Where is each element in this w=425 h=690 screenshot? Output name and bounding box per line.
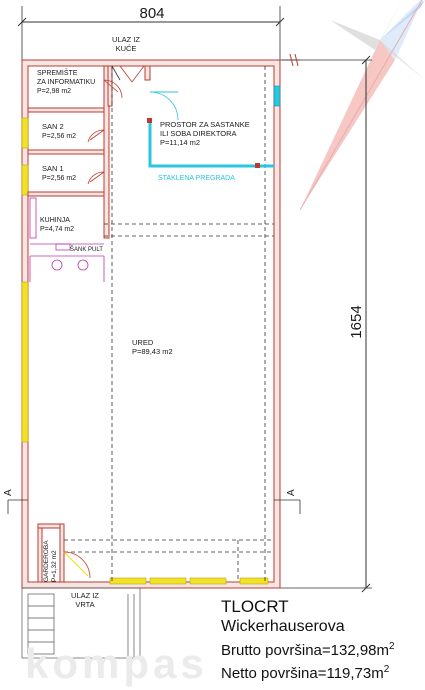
- office-area: P=89,43 m2: [132, 347, 173, 356]
- width-dimension: 804: [17, 5, 285, 60]
- san1-area: P=2,56 m2: [42, 175, 76, 182]
- glass-partition: [147, 91, 274, 168]
- break-mark: [282, 53, 300, 67]
- office-name: URED: [132, 338, 154, 347]
- net-area: Netto površina=119,73m2: [221, 664, 389, 682]
- wardrobe-name: GARDEROBA: [43, 540, 50, 582]
- section-markers: [7, 499, 301, 514]
- compass-rose-icon: [299, 0, 425, 211]
- garden-entrance-label-line1: ULAZ IZ: [71, 591, 99, 600]
- section-marker-left: A: [3, 489, 14, 496]
- kitchen-furniture: [29, 197, 105, 282]
- interior-walls: [27, 65, 151, 583]
- garden-entrance-label-line2: VRTA: [75, 600, 94, 609]
- gross-area-unit-power: 2: [389, 641, 395, 652]
- kitchen-name: KUHINJA: [40, 217, 70, 224]
- house-entrance-label-line1: ULAZ IZ: [112, 35, 140, 44]
- it-storage-name-line2: ZA INFORMATIKU: [37, 79, 95, 86]
- meeting-room-name-line1: PROSTOR ZA SASTANKE: [160, 120, 250, 129]
- windows: [21, 85, 281, 585]
- bar-stool-icon: [51, 259, 63, 271]
- san2-area: P=2,56 m2: [42, 133, 76, 140]
- house-entrance-label-line2: KUĆE: [116, 44, 137, 53]
- dashed-lines: [64, 66, 274, 582]
- doors: [63, 65, 145, 579]
- garden-stairs: [21, 587, 141, 659]
- glass-partition-label: STAKLENA PREGRADA: [158, 175, 235, 182]
- it-storage-name-line1: SPREMIŠTE: [37, 68, 78, 77]
- gross-area: Brutto površina=132,98m2: [221, 641, 395, 659]
- net-area-unit-power: 2: [383, 664, 390, 675]
- bar-stool-icon: [77, 259, 89, 271]
- room-labels: ULAZ IZ KUĆE SPREMIŠTE ZA INFORMATIKU P=…: [37, 35, 250, 609]
- net-area-label: Netto površina=119,73m: [221, 665, 384, 682]
- length-dimension: 1654: [280, 55, 372, 593]
- meeting-room-area: P=11,14 m2: [160, 138, 200, 147]
- length-dimension-label: 1654: [348, 305, 365, 338]
- street-name: Wickerhauserova: [221, 618, 345, 635]
- kitchen-area: P=4,74 m2: [40, 226, 74, 233]
- it-storage-area: P=2,98 m2: [37, 88, 71, 95]
- san2-name: SAN 2: [42, 122, 64, 131]
- san1-name: SAN 1: [42, 164, 64, 173]
- section-marker-right: A: [286, 489, 297, 496]
- meeting-room-name-line2: ILI SOBA DIREKTORA: [160, 129, 237, 138]
- plan-title: TLOCRT: [221, 597, 289, 616]
- wardrobe-area: P=1,32 m2: [51, 550, 58, 582]
- gross-area-label: Brutto površina=132,98m: [221, 642, 390, 659]
- bar-counter-label: ŠANK PULT: [70, 246, 103, 253]
- watermark: kompas: [25, 640, 208, 687]
- width-dimension-label: 804: [139, 5, 164, 22]
